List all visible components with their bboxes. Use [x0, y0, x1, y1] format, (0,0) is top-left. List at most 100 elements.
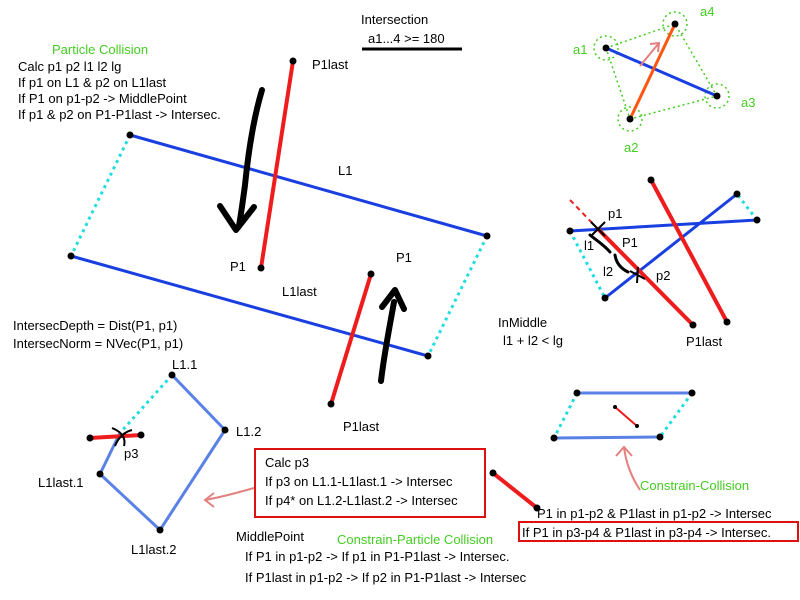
in-middle-l1last: [604, 192, 738, 300]
cc-particle-end: [635, 424, 639, 428]
constrain-collision-title: Constrain-Collision: [640, 478, 749, 493]
cc-point-tr: [688, 389, 696, 397]
particle-collision-title: Particle Collision: [52, 42, 148, 57]
cc-connector-left: [552, 392, 579, 439]
in-middle-p1last-point: [689, 321, 697, 329]
cc-point-br: [656, 433, 664, 441]
connector-right: [426, 235, 489, 357]
particle-extension: [569, 199, 599, 230]
cc-bottom-line: [553, 435, 661, 440]
constrain-particle-segment: [491, 471, 539, 510]
in-middle-l1-end: [753, 216, 761, 224]
label-l1last2: L1last.2: [131, 542, 177, 557]
cc-point-tl: [573, 389, 581, 397]
particle-path-left: [259, 60, 295, 269]
label-p1last-top: P1last: [312, 57, 349, 72]
bl-point-l1last1: [96, 470, 104, 478]
label-l12: L1.2: [236, 424, 261, 439]
cc-arrow-head: [615, 445, 633, 457]
in-middle-top-point: [647, 176, 655, 184]
calc-box-line-3: If p4* on L1.2-L1last.2 -> Intersec: [265, 493, 458, 508]
label-in-middle-P1: P1: [622, 235, 638, 250]
in-middle-l1-start: [566, 227, 574, 235]
particle-path-cross: [596, 227, 695, 327]
point-a1: [602, 44, 610, 52]
l1-end-point: [483, 232, 491, 240]
motion-arrow: [639, 42, 660, 67]
label-in-middle-P1last: P1last: [686, 334, 723, 349]
l1-bracket: [588, 233, 612, 254]
intersect-depth-formula: IntersecDepth = Dist(P1, p1): [13, 318, 177, 333]
middle-point-line-1: If P1 in p1-p2 -> If p1 in P1-P1last -> …: [245, 549, 509, 564]
particle-collision-line-4: If p1 & p2 on P1-P1last -> Intersec.: [18, 107, 221, 122]
bl-segment-l1last1: [98, 432, 122, 475]
connector-left: [69, 134, 132, 257]
point-a3: [713, 92, 721, 100]
bl-point-l11: [168, 371, 176, 379]
line-l1: [129, 133, 488, 238]
in-middle-vertical-end: [723, 318, 731, 326]
motion-arrow-head: [649, 41, 661, 53]
cc-arrow: [623, 446, 641, 491]
in-middle-l1: [569, 218, 758, 233]
label-p1-right: P1: [396, 250, 412, 265]
label-l1: L1: [338, 163, 352, 178]
p1-right-point: [367, 270, 375, 278]
up-motion-arrow: [378, 299, 397, 384]
in-middle-connector-right: [735, 193, 759, 221]
label-l11: L1.1: [172, 357, 197, 372]
in-middle-diagram: p1 l1 P1 l2 p2 P1last InMiddle l1 + l2 <…: [498, 176, 761, 349]
point-a2: [626, 115, 634, 123]
intersection-example: a1 a4 a3 a2: [573, 4, 755, 155]
up-motion-arrow-head: [379, 287, 407, 312]
l1-start-point: [126, 131, 134, 139]
bl-particle-end: [137, 431, 145, 439]
down-motion-arrow-head: [217, 203, 257, 233]
intersection-condition: a1...4 >= 180: [368, 31, 445, 46]
particle-collision-line-2: If p1 on L1 & p2 on L1last: [18, 75, 167, 90]
constrain-collision-line-1: P1 in p1-p2 & P1last in p1-p2 -> Interse…: [537, 506, 772, 521]
constrain-collision-box: [518, 521, 799, 542]
label-in-middle-l1: l1: [584, 238, 594, 253]
middle-point-line-2: If P1last in p1-p2 -> If p2 in P1-P1last…: [245, 570, 527, 585]
label-l1last1: L1last.1: [38, 475, 84, 490]
blue-segment: [605, 46, 718, 98]
angle-circle-a4: [662, 11, 688, 37]
bl-point-l1last2: [156, 526, 164, 534]
in-middle-connector-left: [568, 230, 607, 299]
particle-path-right: [329, 273, 373, 405]
particle-path-vertical: [649, 179, 729, 323]
label-in-middle-l2: l2: [603, 264, 613, 279]
label-a1: a1: [573, 42, 587, 57]
main-diagram: P1last L1 P1 L1last P1 P1last: [67, 57, 491, 434]
p1-left-point: [257, 264, 265, 272]
calc-box-arrow: [204, 487, 255, 501]
bl-segment-l12: [158, 429, 227, 531]
label-p1last-bottom: P1last: [343, 419, 380, 434]
label-p3: p3: [124, 446, 138, 461]
calc-box: [254, 448, 486, 518]
p1last-top-point: [289, 57, 297, 65]
label-a3: a3: [741, 95, 755, 110]
l1last-start-point: [67, 252, 75, 260]
p1last-bottom-point: [327, 400, 335, 408]
in-middle-title: InMiddle: [498, 315, 547, 330]
calc-box-arrow-head: [203, 492, 215, 508]
cc-particle: [614, 406, 638, 427]
in-middle-l1last-start: [601, 294, 609, 302]
l1last-end-point: [424, 352, 432, 360]
label-l1last: L1last: [282, 284, 317, 299]
label-p1-left: P1: [230, 259, 246, 274]
label-a4: a4: [700, 4, 714, 19]
in-middle-l1last-end: [733, 190, 741, 198]
constrain-collision-diagram: Constrain-Collision: [550, 389, 749, 493]
calc-box-line-1: Calc p3: [265, 455, 309, 470]
constrain-particle-title: Constrain-Particle Collision: [337, 532, 493, 547]
particle-collision-line-1: Calc p1 p2 l1 l2 lg: [18, 59, 121, 74]
angle-circle-a2: [617, 106, 643, 132]
bl-segment-top: [170, 373, 227, 432]
bottom-left-diagram: L1.1 L1.2 p3 L1last.1 L1last.2: [38, 357, 261, 557]
label-in-middle-p2: p2: [656, 268, 670, 283]
orange-segment: [628, 23, 677, 120]
